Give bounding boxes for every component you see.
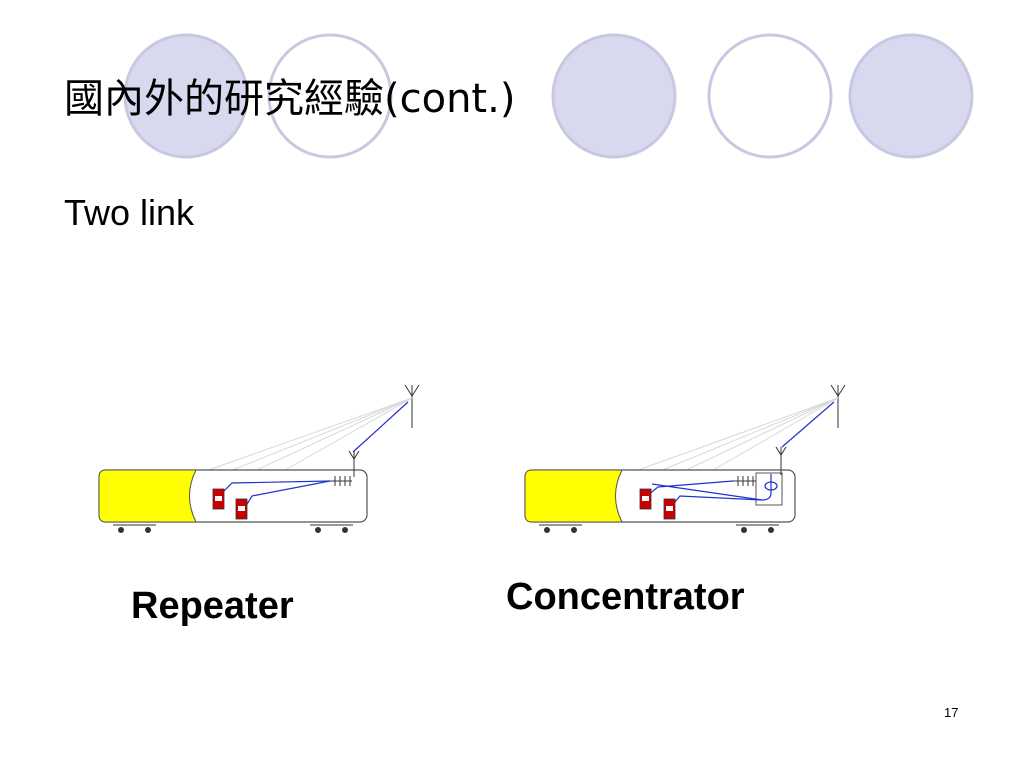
wireless-link: [781, 401, 835, 448]
vehicle-front-cab: [524, 469, 623, 523]
deco-circle-1: [123, 33, 249, 159]
repeater-label: Repeater: [131, 585, 294, 627]
wireless-link: [352, 401, 409, 453]
deco-circle-4: [707, 33, 833, 159]
concentrator-cable: [651, 474, 772, 501]
roof-antenna: [775, 446, 787, 475]
slide-subtitle: Two link: [64, 192, 195, 233]
cable-link: [220, 480, 331, 495]
signal-rays: [199, 397, 413, 474]
vehicle-front-cab: [98, 469, 197, 523]
antenna-connector: [733, 476, 756, 486]
slide-title: 國內外的研究經驗(cont.): [64, 76, 516, 122]
deco-circle-2: [267, 33, 393, 159]
wheels-front: [736, 524, 779, 533]
roof-antenna: [348, 450, 360, 477]
wheels-rear: [113, 524, 156, 533]
concentrator-box: [755, 472, 783, 506]
concentrator-label: Concentrator: [506, 576, 745, 618]
deco-circle-5: [848, 33, 974, 159]
page-number: 17: [944, 705, 959, 720]
wheels-rear: [539, 524, 582, 533]
deco-circle-3: [551, 33, 677, 159]
wheels-front: [310, 524, 353, 533]
antenna-connector: [330, 476, 352, 486]
mast-antenna: [830, 384, 846, 428]
signal-rays: [629, 397, 839, 474]
repeater-diagram: [98, 384, 420, 533]
mast-antenna: [404, 384, 420, 428]
concentrator-diagram: [524, 384, 846, 533]
